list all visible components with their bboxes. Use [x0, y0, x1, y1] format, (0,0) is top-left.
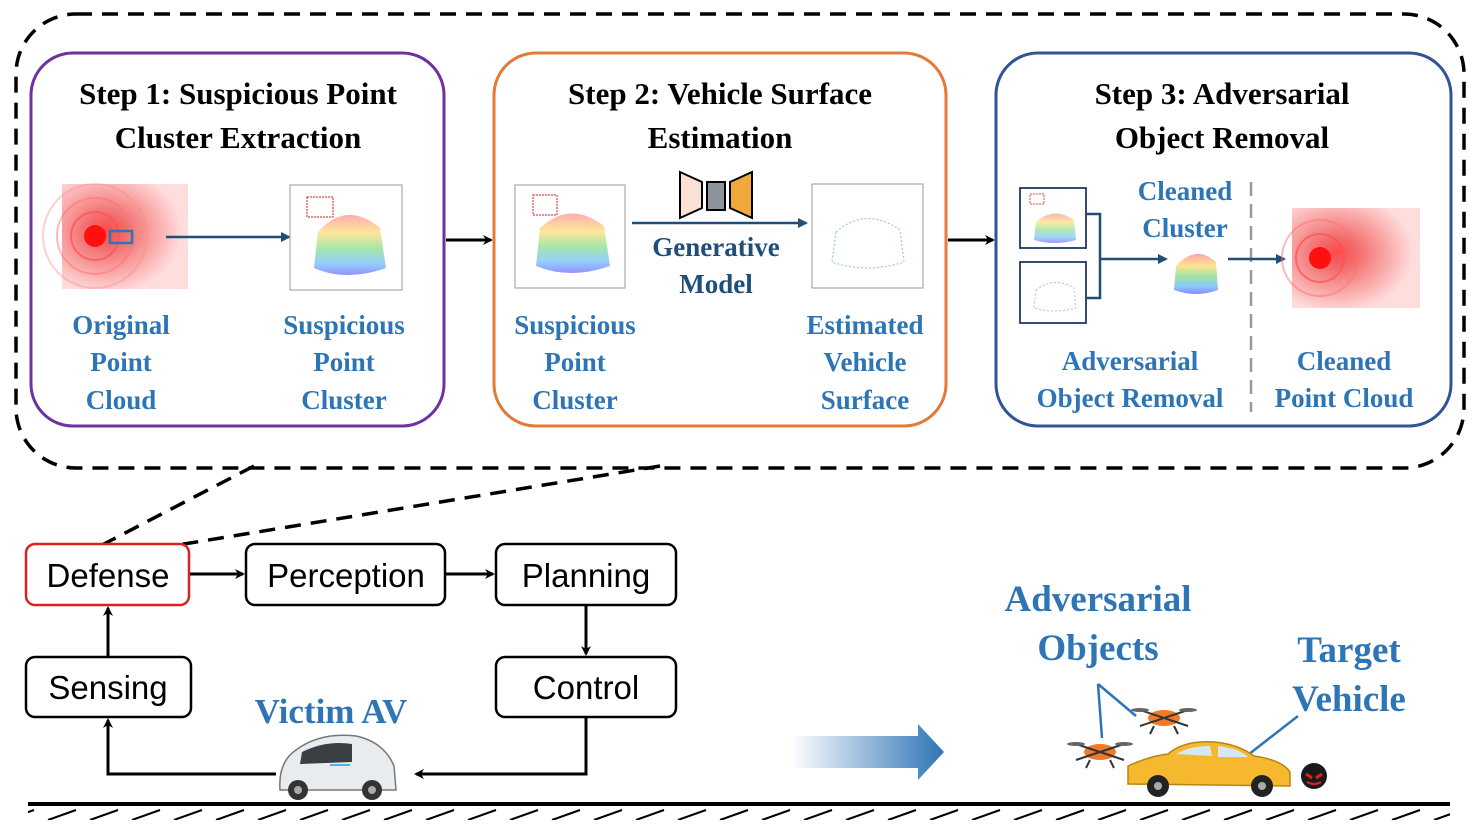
step2-title-line1: Step 2: Vehicle Surface — [568, 76, 872, 111]
step2-right-caption-line2: Vehicle — [824, 347, 907, 377]
transition-arrow — [790, 724, 944, 780]
step2-left-caption-line2: Point — [544, 347, 606, 377]
step1-left-caption-line3: Cloud — [86, 385, 157, 415]
step1-title-line1: Step 1: Suspicious Point — [79, 76, 398, 111]
drone-icon — [1131, 708, 1197, 735]
perception-box — [244, 542, 447, 607]
attacker-icon — [1301, 763, 1327, 789]
planning-label: Planning — [522, 557, 650, 594]
road-hatching — [28, 804, 1450, 826]
vehicle-to-sensing-arrow — [103, 718, 276, 776]
step3-left-caption-line2: Object Removal — [1037, 383, 1224, 413]
step3-title-line2: Object Removal — [1115, 120, 1330, 155]
step1-border — [29, 51, 446, 428]
step2-right-caption-line3: Surface — [821, 385, 909, 415]
zoom-connector-left — [101, 464, 255, 547]
step1-left-caption-line1: Original — [72, 310, 170, 340]
step3-left-caption-line1: Adversarial — [1062, 346, 1199, 376]
step2-left-caption: Suspicious Point Cluster — [514, 310, 636, 415]
step3-panel: Step 3: Adversarial Object Removal Clean… — [994, 51, 1453, 428]
step1-panel: Step 1: Suspicious Point Cluster Extract… — [29, 51, 446, 428]
step2-right-caption-line1: Estimated — [807, 310, 924, 340]
step2-title-line2: Estimation — [648, 120, 793, 155]
control-to-vehicle-arrow — [414, 718, 588, 779]
step3-right-caption-line2: Point Cloud — [1275, 383, 1414, 413]
av-pipeline: Defense Perception Planning Sensing Cont… — [24, 542, 678, 779]
step3-input-images — [1019, 187, 1087, 324]
defense-label: Defense — [47, 557, 170, 594]
step1-right-caption-line1: Suspicious — [283, 310, 405, 340]
step3-left-caption: Adversarial Object Removal — [1037, 346, 1224, 413]
defense-detail-region — [14, 12, 1466, 470]
step2-suspicious-cluster-image — [514, 184, 626, 289]
step1-left-caption-line2: Point — [90, 347, 152, 377]
pointer-line-target — [1243, 715, 1299, 759]
step1-left-caption: Original Point Cloud — [72, 310, 170, 415]
step1-right-caption: Suspicious Point Cluster — [283, 310, 405, 415]
step2-border — [492, 51, 948, 428]
suspicious-cluster-image — [289, 184, 403, 291]
control-box — [494, 655, 678, 719]
step2-left-caption-line1: Suspicious — [514, 310, 636, 340]
drone-icon — [1067, 742, 1133, 769]
defense-box — [24, 542, 191, 607]
cleaned-cluster-image — [1174, 253, 1218, 294]
target-car-icon — [1127, 741, 1291, 797]
target-vehicle-label-line2: Vehicle — [1292, 679, 1406, 720]
pointer-line-drone2 — [1097, 683, 1137, 717]
step1-right-caption-line2: Point — [313, 347, 375, 377]
adversarial-objects-label-line2: Objects — [1037, 628, 1158, 669]
generative-model-icon — [679, 170, 753, 220]
control-label: Control — [533, 669, 639, 706]
step1-title-line2: Cluster Extraction — [115, 120, 362, 155]
estimated-surface-image — [811, 183, 924, 289]
generative-model-label-line1: Generative — [652, 232, 779, 262]
step3-merge-bracket — [1086, 212, 1102, 300]
sensing-label: Sensing — [48, 669, 167, 706]
victim-av-label: Victim AV — [255, 692, 408, 731]
perception-label: Perception — [267, 557, 425, 594]
step3-right-caption-line1: Cleaned — [1297, 346, 1392, 376]
step2-right-caption: Estimated Vehicle Surface — [807, 310, 924, 415]
generative-model-label-line2: Model — [679, 269, 753, 299]
zoom-connector-right — [177, 464, 661, 547]
adversarial-objects-label-line1: Adversarial — [1004, 579, 1191, 620]
step2-left-caption-line3: Cluster — [532, 385, 617, 415]
cleaned-point-cloud-image — [1281, 208, 1420, 308]
cleaned-cluster-label-line2: Cluster — [1142, 213, 1227, 243]
victim-av-car-icon — [279, 734, 397, 800]
step3-border — [994, 51, 1453, 428]
step3-right-caption: Cleaned Point Cloud — [1275, 346, 1414, 413]
step2-panel: Step 2: Vehicle Surface Estimation Gener… — [492, 51, 948, 428]
target-vehicle-label-line1: Target — [1297, 630, 1401, 671]
step1-right-caption-line3: Cluster — [301, 385, 386, 415]
pointer-line-drone1 — [1096, 683, 1104, 739]
sensing-box — [24, 655, 193, 719]
step3-title-line1: Step 3: Adversarial — [1095, 76, 1350, 111]
cleaned-cluster-label-line1: Cleaned — [1138, 176, 1233, 206]
planning-box — [494, 542, 678, 607]
